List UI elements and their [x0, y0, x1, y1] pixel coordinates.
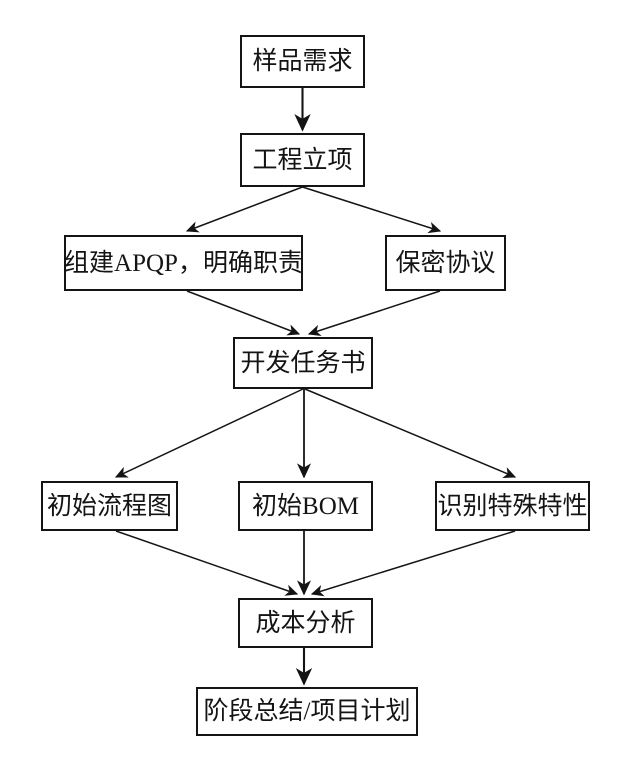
node-label-special-characteristics: 识别特殊特性: [437, 492, 588, 520]
node-label-initial-flowchart: 初始流程图: [46, 492, 172, 520]
node-label-apqp-team: 组建APQP，明确职责: [64, 249, 303, 277]
node-dev-task-book[interactable]: 开发任务书: [233, 337, 373, 389]
edge-initial-flowchart-to-cost-analysis: [115, 530, 299, 596]
node-label-initial-bom: 初始BOM: [252, 492, 359, 520]
edge-project-initiation-to-apqp-team: [185, 186, 303, 233]
node-project-initiation[interactable]: 工程立项: [240, 133, 365, 187]
node-initial-bom[interactable]: 初始BOM: [238, 481, 373, 531]
node-sample-requirement[interactable]: 样品需求: [240, 35, 365, 88]
edge-apqp-team-to-dev-task-book: [186, 290, 301, 336]
node-stage-summary[interactable]: 阶段总结/项目计划: [196, 687, 418, 736]
node-special-characteristics[interactable]: 识别特殊特性: [435, 481, 590, 531]
edge-special-characteristics-to-cost-analysis: [310, 530, 516, 597]
node-nda[interactable]: 保密协议: [385, 235, 506, 291]
node-initial-flowchart[interactable]: 初始流程图: [41, 481, 178, 531]
node-label-stage-summary: 阶段总结/项目计划: [203, 698, 411, 725]
node-label-cost-analysis: 成本分析: [255, 609, 356, 637]
node-label-dev-task-book: 开发任务书: [240, 349, 366, 377]
node-apqp-team[interactable]: 组建APQP，明确职责: [64, 235, 303, 291]
edge-dev-task-book-to-initial-flowchart: [114, 388, 304, 478]
node-label-sample-requirement: 样品需求: [252, 48, 353, 75]
edge-dev-task-book-to-special-characteristics: [304, 388, 517, 478]
edge-project-initiation-to-nda: [302, 186, 442, 234]
edge-nda-to-dev-task-book: [307, 290, 441, 337]
node-label-nda: 保密协议: [395, 249, 496, 277]
node-cost-analysis[interactable]: 成本分析: [238, 598, 373, 648]
node-label-project-initiation: 工程立项: [252, 146, 353, 174]
